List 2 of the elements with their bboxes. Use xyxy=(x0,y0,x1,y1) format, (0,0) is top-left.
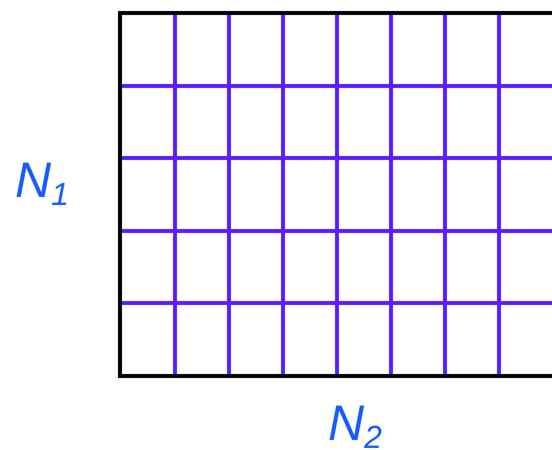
axis-label: N$_{1}$ xyxy=(15,155,69,210)
axis-label: N$_{2}$ xyxy=(328,398,382,450)
